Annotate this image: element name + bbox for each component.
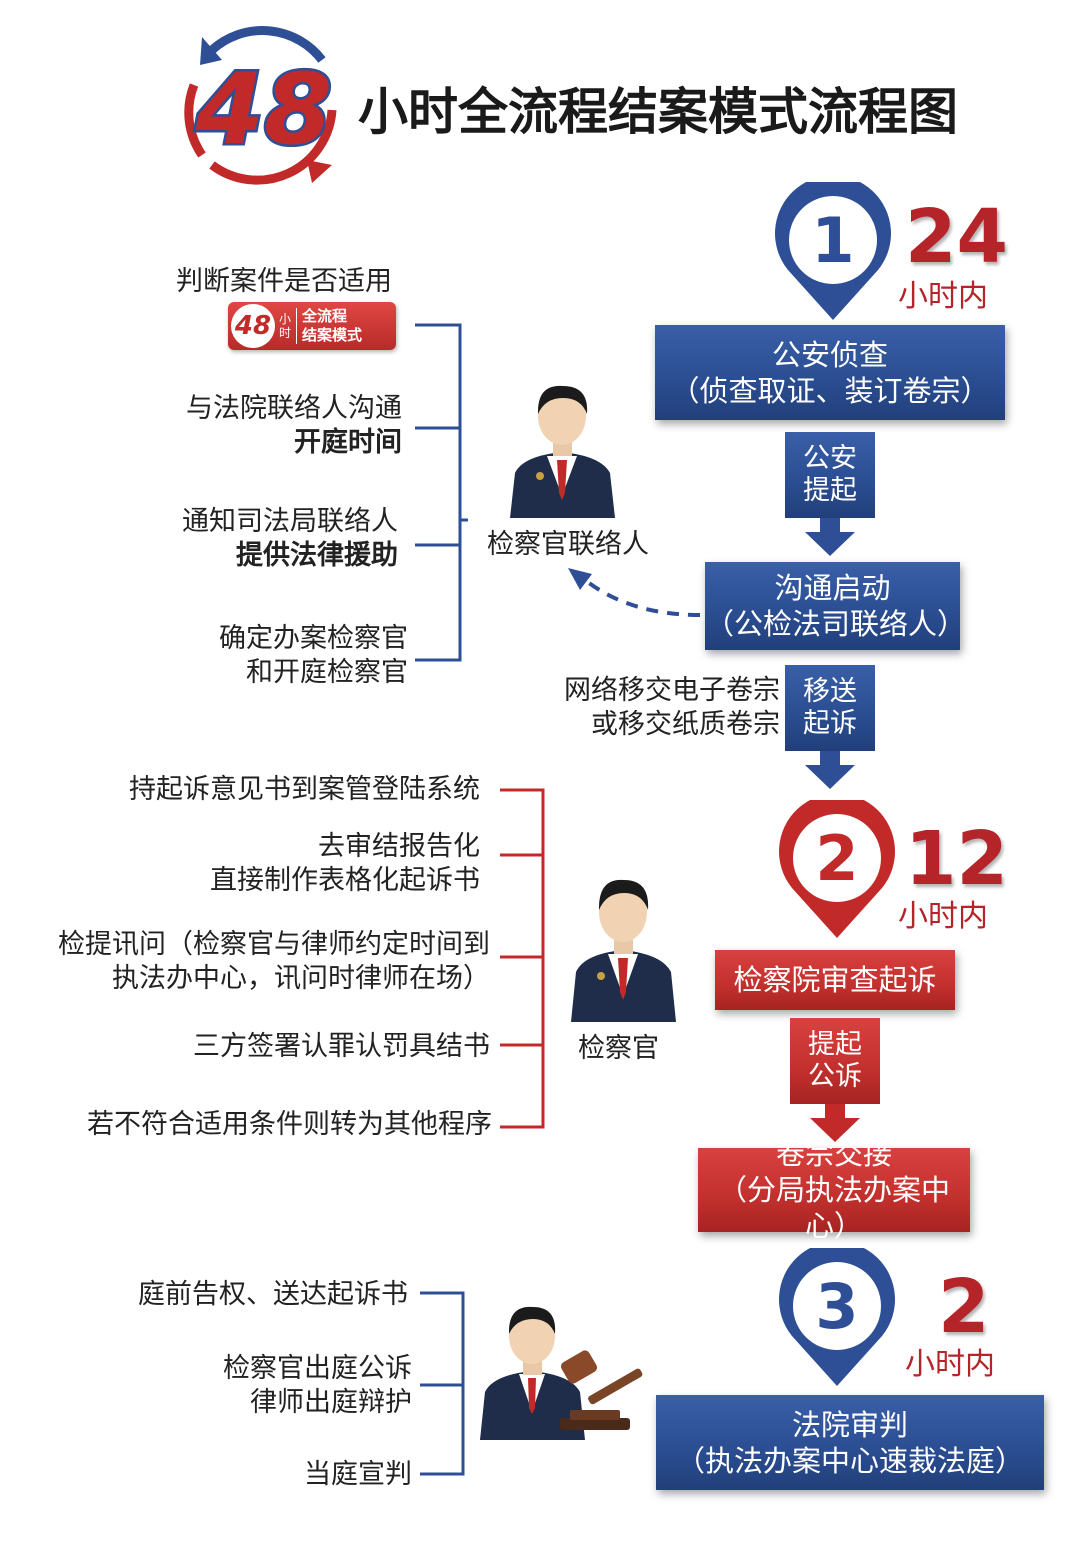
stub-line: 移送 xyxy=(803,676,857,707)
note-line: 网络移交电子卷宗 xyxy=(564,675,780,706)
box-line: 公安侦查 xyxy=(771,337,888,372)
s2-item-register-system: 持起诉意见书到案管登陆系统 xyxy=(129,774,480,805)
box-line: （公检法司联络人） xyxy=(705,607,967,641)
s2-item-line: 执法办中心，讯问时律师在场） xyxy=(112,963,490,994)
stub-line: 提起 xyxy=(808,1029,862,1060)
stage-1-unit: 小时内 xyxy=(898,279,988,314)
flow-box-file-handover: 卷宗交接 （分局执法办案中心） xyxy=(698,1137,970,1243)
stage-3-hours: 2 xyxy=(938,1264,990,1350)
badge-small-text: 小 时 xyxy=(279,312,291,340)
s1-item-line: 和开庭检察官 xyxy=(246,657,408,688)
box-line: 法院审判 xyxy=(791,1407,908,1442)
dashed-arrow-icon xyxy=(568,568,701,617)
s1-item-court-liaison: 与法院联络人沟通 开庭时间 xyxy=(120,392,402,460)
s1-item-assign-prosecutor: 确定办案检察官 和开庭检察官 xyxy=(120,622,408,690)
s1-item-legal-aid: 通知司法局联络人 提供法律援助 xyxy=(100,505,398,573)
badge-label: 全流程 结案模式 xyxy=(302,307,362,345)
stage-3-unit: 小时内 xyxy=(905,1347,995,1382)
stage-1-hours: 24 xyxy=(905,194,1008,280)
stage-1-pin-icon: 1 xyxy=(775,182,891,320)
flow-stub-police-submit: 公安 提起 xyxy=(785,432,875,518)
prosecutor-label: 检察官 xyxy=(578,1033,659,1064)
badge-line2: 结案模式 xyxy=(302,326,363,344)
prosecutor-liaison-avatar-icon xyxy=(510,385,615,518)
s3-item-line: 律师出庭辩护 xyxy=(250,1387,412,1418)
stub-line: 起诉 xyxy=(803,708,857,739)
liaison-label: 检察官联络人 xyxy=(487,529,649,560)
flow-box-procuratorate-review: 检察院审查起诉 xyxy=(715,950,955,1010)
s2-item-interrogation: 检提讯问（检察官与律师约定时间到 执法办中心，讯问时律师在场） xyxy=(30,928,490,996)
stub-line: 提起 xyxy=(803,475,857,506)
svg-text:48: 48 xyxy=(195,53,332,167)
stage-2-pin-icon: 2 xyxy=(779,800,895,938)
stage-2-hours: 12 xyxy=(905,816,1008,902)
badge-small-top: 小 xyxy=(279,312,292,326)
stub-line: 公安 xyxy=(803,443,857,474)
box-line: （分局执法办案中心） xyxy=(717,1173,950,1243)
s1-item-judge-applicability: 判断案件是否适用 xyxy=(176,266,392,297)
logo-48-icon: 48 xyxy=(184,26,337,185)
badge-line1: 全流程 xyxy=(302,307,348,325)
s2-item-form-indictment: 去审结报告化 直接制作表格化起诉书 xyxy=(150,830,480,898)
stage-2-unit: 小时内 xyxy=(898,899,988,934)
box-line: 沟通启动 xyxy=(774,571,891,605)
prosecutor-avatar-icon xyxy=(571,879,676,1022)
badge-divider xyxy=(296,308,298,344)
section1-bracket xyxy=(415,323,468,662)
s1-item-line: 确定办案检察官 xyxy=(219,623,408,654)
flow-box-communication-start: 沟通启动 （公检法司联络人） xyxy=(705,562,967,650)
s2-item-line: 直接制作表格化起诉书 xyxy=(210,865,480,896)
s1-item-line: 提供法律援助 xyxy=(236,540,398,571)
arrow-down-icon xyxy=(805,518,855,556)
transfer-note: 网络移交电子卷宗 或移交纸质卷宗 xyxy=(540,674,780,742)
s1-item-line: 与法院联络人沟通 xyxy=(186,393,402,424)
stage-1-number: 1 xyxy=(811,204,854,277)
s2-item-line: 去审结报告化 xyxy=(318,831,480,862)
flow-box-police-investigation: 公安侦查 （侦查取证、装订卷宗） xyxy=(655,325,1005,420)
flow-box-court-trial: 法院审判 （执法办案中心速裁法庭） xyxy=(656,1395,1044,1490)
note-line: 或移交纸质卷宗 xyxy=(591,709,780,740)
box-line: 卷宗交接 xyxy=(775,1137,892,1171)
s3-item-verdict: 当庭宣判 xyxy=(304,1459,412,1490)
flow-stub-public-prosecution: 提起 公诉 xyxy=(790,1018,880,1104)
badge-48-number: 48 xyxy=(231,304,275,348)
flow-stub-transfer-prosecution: 移送 起诉 xyxy=(785,665,875,751)
s3-item-pretrial-notice: 庭前告权、送达起诉书 xyxy=(138,1279,408,1310)
s3-item-line: 检察官出庭公诉 xyxy=(223,1353,412,1384)
stage-3-pin-icon: 3 xyxy=(779,1248,895,1386)
section3-bracket xyxy=(420,1291,465,1476)
s1-item-line: 开庭时间 xyxy=(294,427,402,458)
arrow-down-icon xyxy=(810,1104,860,1142)
judge-with-gavel-icon xyxy=(480,1306,643,1440)
page-title: 小时全流程结案模式流程图 xyxy=(358,83,958,141)
box-line: （执法办案中心速裁法庭） xyxy=(675,1443,1024,1478)
badge-small-bottom: 时 xyxy=(279,326,292,340)
s2-item-other-procedure: 若不符合适用条件则转为其他程序 xyxy=(87,1109,492,1140)
s2-item-guilty-plea: 三方签署认罪认罚具结书 xyxy=(193,1031,490,1062)
box-line: （侦查取证、装订卷宗） xyxy=(670,373,990,408)
badge-48-full-process: 48 小 时 全流程 结案模式 xyxy=(228,302,396,350)
stage-3-number: 3 xyxy=(815,1270,858,1343)
s2-item-line: 检提讯问（检察官与律师约定时间到 xyxy=(58,929,490,960)
s3-item-court-appearance: 检察官出庭公诉 律师出庭辩护 xyxy=(150,1352,412,1420)
stub-line: 公诉 xyxy=(808,1061,862,1092)
s1-item-line: 通知司法局联络人 xyxy=(182,506,398,537)
section2-bracket xyxy=(500,788,545,1129)
stage-2-number: 2 xyxy=(815,822,858,895)
arrow-down-icon xyxy=(805,751,855,789)
box-line: 检察院审查起诉 xyxy=(733,963,937,997)
